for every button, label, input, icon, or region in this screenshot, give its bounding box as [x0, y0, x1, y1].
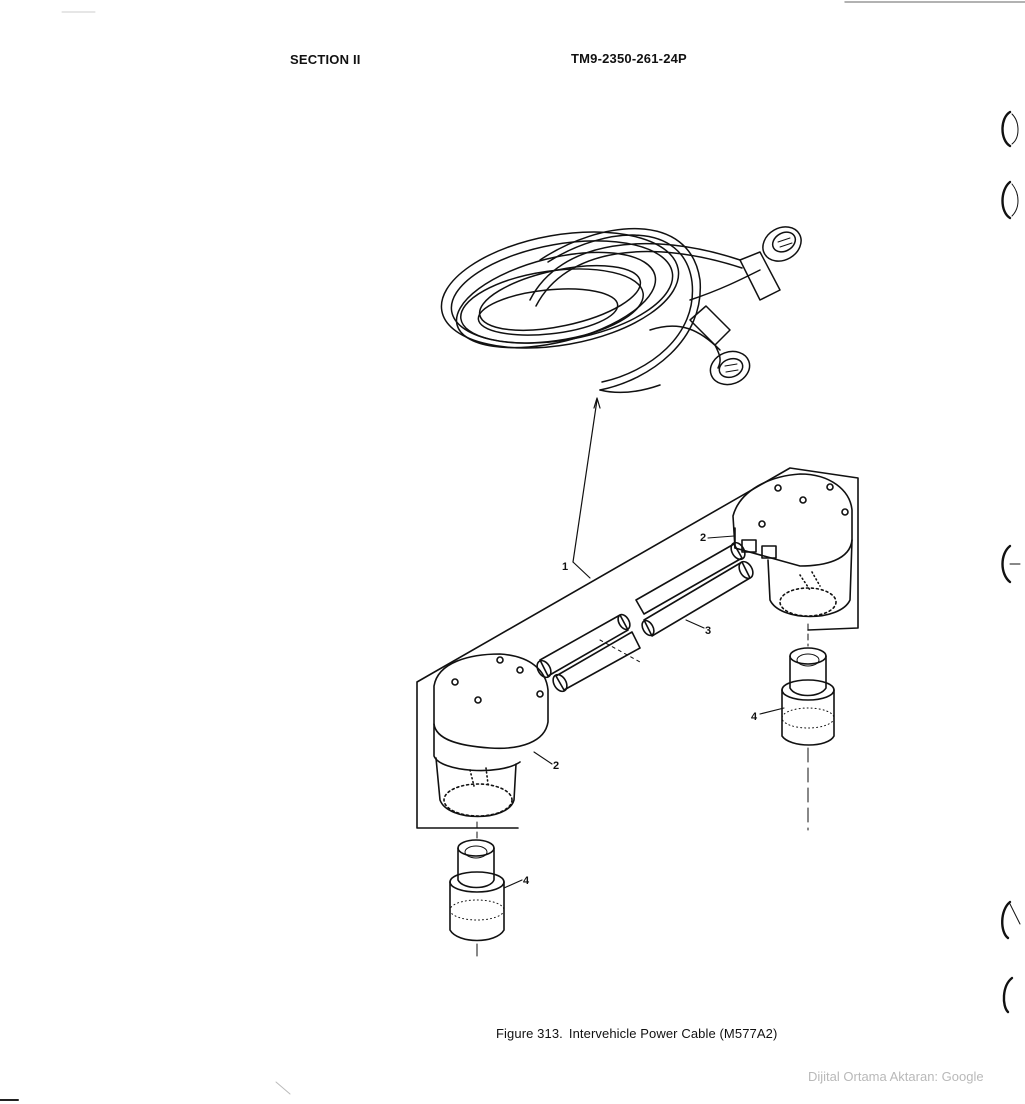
callout-3: 3	[705, 625, 711, 637]
binder-hole-marks	[1001, 110, 1021, 1014]
callout-2-right: 2	[700, 532, 706, 544]
right-plug	[781, 623, 835, 831]
callout-4-right: 4	[751, 711, 758, 723]
callout-1: 1	[562, 561, 568, 573]
left-housing	[433, 653, 549, 818]
figure-title: Intervehicle Power Cable (M577A2)	[568, 1026, 778, 1041]
left-plug	[449, 821, 505, 957]
callout-2-left: 2	[553, 760, 559, 772]
manual-number: TM9-2350-261-24P	[571, 51, 687, 66]
mounting-plate	[416, 467, 859, 829]
digitization-watermark: Dijital Ortama Aktaran: Google	[808, 1069, 984, 1084]
coiled-cable	[440, 226, 802, 394]
cable-segments	[536, 541, 754, 693]
figure-caption: Figure 313. Intervehicle Power Cable (M57…	[496, 1026, 777, 1041]
figure-number: Figure 313.	[496, 1026, 563, 1041]
callout-4-left: 4	[523, 875, 530, 887]
section-label: SECTION II	[290, 52, 361, 67]
right-housing	[732, 473, 853, 618]
